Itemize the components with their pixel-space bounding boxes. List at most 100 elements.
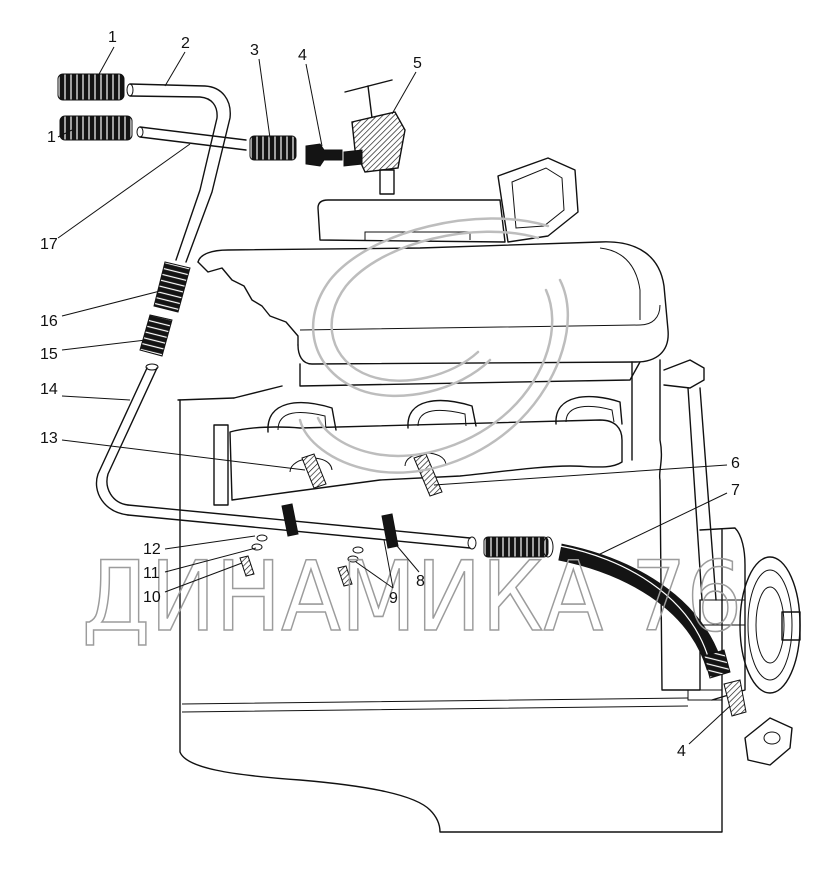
fitting-3 [249,135,297,161]
block-top-edge [177,397,235,401]
callout-17: 17 [40,236,58,253]
pump-housing-lines [700,599,745,626]
cutaway-break-line [197,261,299,346]
callout-14: 14 [40,381,58,398]
callout-9: 9 [389,590,398,607]
leader-15 [61,339,147,351]
callout-4-bottom: 4 [677,743,686,760]
block-outline [179,399,723,833]
clamp-6 [413,453,443,497]
watermark-text: ДИНАМИКА 76 [82,541,742,653]
leader-17 [57,143,191,239]
leader-14 [61,395,131,401]
cylinder-head [197,241,705,399]
callout-4-top: 4 [298,47,307,64]
bracket-hole [763,731,781,745]
callout-1-top: 1 [108,29,117,46]
pump-housing [699,527,746,701]
callout-13: 13 [40,430,58,447]
valve-5-stem [367,85,373,119]
callout-3: 3 [250,42,259,59]
fitting-4-top [305,143,343,167]
exhaust-port-3 [555,395,623,425]
callout-5: 5 [413,55,422,72]
watermark-swirl-upper-inner [330,230,540,382]
leader-1-top [97,46,115,77]
clamp-13 [301,453,327,489]
hose-7 [558,543,731,679]
valve-5-inlet [343,149,363,167]
watermark-swirl-upper [311,217,550,398]
washer-11 [251,543,263,551]
leader-13 [61,439,306,471]
leader-3 [258,58,271,139]
callout-11: 11 [143,565,160,582]
leader-11 [164,547,257,573]
pulley-groove [747,569,793,681]
leader-9-b [383,539,394,589]
clamp-8 [381,513,399,549]
hose-7-highlight [559,545,710,661]
exhaust-manifold [213,395,623,506]
exhaust-port-2-inner [417,409,467,427]
pipe-14-inner [106,367,158,506]
pipe-bottom [127,504,471,549]
coupling-15 [139,314,173,357]
watermark-swirl-lower [298,278,569,474]
washer-right-2 [347,555,359,563]
pipe-14-outer [95,367,148,516]
intake-manifold [317,157,579,243]
pipe-17 [139,126,247,151]
exhaust-flange [213,424,229,506]
leader-9-a [355,561,394,589]
pulley-hub [781,611,801,641]
flange-boss [687,689,723,701]
coupling-16 [153,261,191,313]
intake-body [317,199,506,243]
mounting-bracket [744,717,793,766]
valve-cover-end [599,247,641,320]
pipe-bottom-end [467,536,477,550]
intake-opening [511,167,565,229]
head-left-edge [233,385,283,399]
watermark-swirl-lower-inner [316,288,554,458]
leader-7 [597,492,728,556]
callout-2: 2 [181,35,190,52]
pulley-inner [755,586,785,664]
callouts: 1 2 3 4 5 1 17 16 15 14 13 6 7 12 11 10 [40,29,740,760]
pipe-17-end [136,126,144,138]
hose-fitting-ring [542,536,554,558]
pulley-outer [739,556,801,694]
clamp-9 [281,503,299,537]
exhaust-port-1 [267,402,337,433]
bolt-right [337,565,353,587]
callout-7: 7 [731,482,740,499]
pipe-2-end [126,83,134,97]
oil-pan-flange [181,697,689,713]
exhaust-port-3-inner [565,405,615,423]
intake-elbow [497,157,579,243]
leader-12 [164,535,256,550]
exhaust-body [229,419,623,501]
hose-7-end [703,649,731,679]
callout-15: 15 [40,346,58,363]
valve-cover-outline [197,241,669,365]
washer-right-1 [352,546,364,554]
hose-fitting [483,536,549,558]
head-lower-band [299,361,641,387]
vertical-tube [687,387,717,601]
leader-5 [391,71,417,115]
exhaust-port-1-inner [277,412,327,431]
valve-cover-inner-line [299,304,661,331]
head-bracket [663,359,705,389]
callout-1-lower: 1 [47,129,56,146]
hose-1-lower [59,115,133,141]
watermark-logo: ДИНАМИКА 76 [81,217,743,654]
intake-boss [364,231,471,240]
callout-12: 12 [143,541,161,558]
front-accessories [687,387,801,766]
callout-10: 10 [143,589,161,606]
exhaust-port-2 [407,399,477,429]
leader-6 [433,464,728,486]
